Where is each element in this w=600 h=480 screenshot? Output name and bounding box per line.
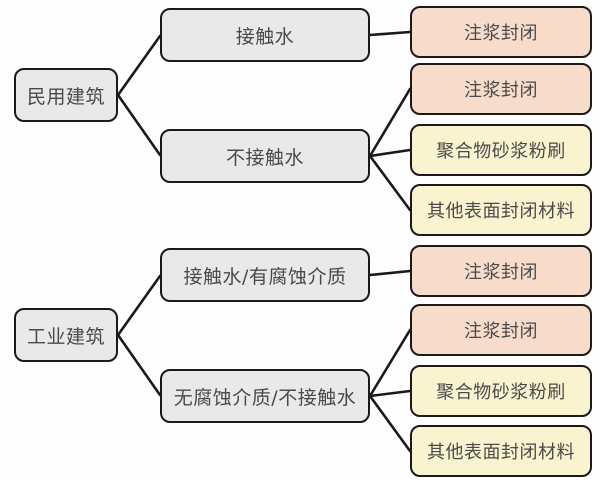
connector-nocorr-leaf6 xyxy=(368,328,412,398)
connector-industrial-nocorr xyxy=(116,333,162,397)
node-grout-seal-3: 注浆封闭 xyxy=(410,245,592,297)
node-grout-seal-4: 注浆封闭 xyxy=(410,304,592,356)
connector-nocorr-leaf8 xyxy=(368,394,412,453)
node-no-contact-water: 不接触水 xyxy=(160,129,370,183)
connector-watercorr-leaf5 xyxy=(368,269,412,277)
connector-nowater-leaf2 xyxy=(368,87,412,158)
node-polymer-mortar-1: 聚合物砂浆粉刷 xyxy=(410,124,592,176)
connector-nowater-leaf4 xyxy=(368,154,412,212)
node-grout-seal-1: 注浆封闭 xyxy=(410,6,592,58)
connector-industrial-watercorr xyxy=(116,274,162,337)
node-civil-building: 民用建筑 xyxy=(14,68,118,122)
node-grout-seal-2: 注浆封闭 xyxy=(410,63,592,115)
node-contact-water-corrosive: 接触水/有腐蚀介质 xyxy=(160,248,370,302)
connector-civil-nowater xyxy=(116,93,162,157)
connector-water-leaf1 xyxy=(368,30,412,37)
connector-nowater-leaf3 xyxy=(368,148,412,158)
connector-nocorr-leaf7 xyxy=(368,389,412,398)
node-other-surface-seal-2: 其他表面封闭材料 xyxy=(410,425,592,477)
node-other-surface-seal-1: 其他表面封闭材料 xyxy=(410,184,592,236)
node-polymer-mortar-2: 聚合物砂浆粉刷 xyxy=(410,365,592,417)
node-no-corrosive-no-water: 无腐蚀介质/不接触水 xyxy=(160,369,370,423)
connector-civil-water xyxy=(116,34,162,97)
node-industrial-building: 工业建筑 xyxy=(14,308,118,362)
node-contact-water: 接触水 xyxy=(160,8,370,62)
